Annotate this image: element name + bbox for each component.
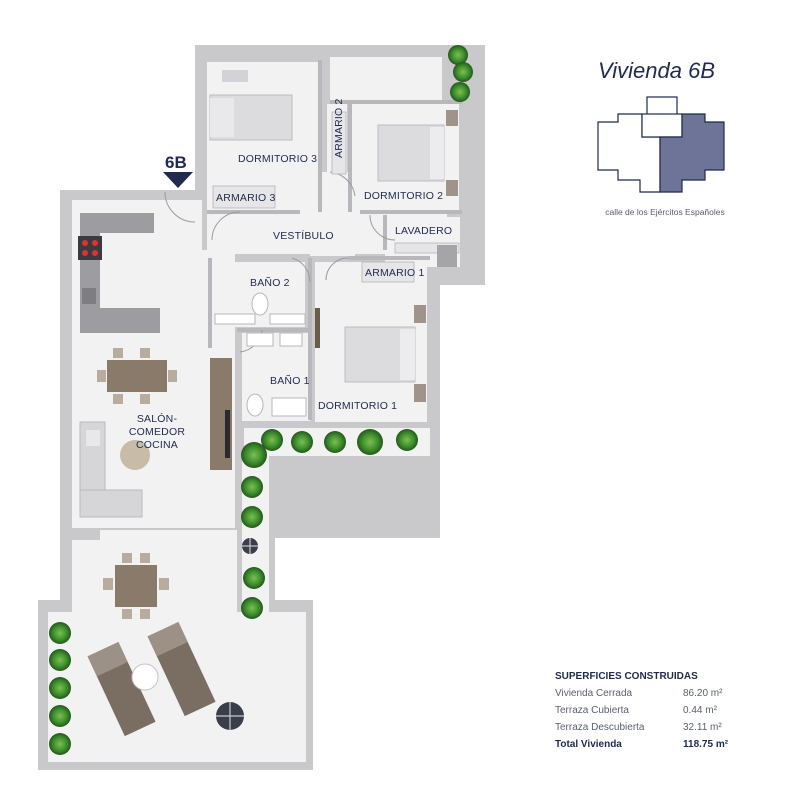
- bed-dormitorio-3: [209, 70, 293, 141]
- sofa: [79, 421, 150, 518]
- surface-label: Terraza Cubierta: [555, 705, 629, 716]
- surface-value: 32.11 m²: [683, 722, 722, 733]
- surface-label: Terraza Descubierta: [555, 722, 645, 733]
- surface-row: Terraza Cubierta 0.44 m²: [555, 705, 755, 722]
- surfaces-table: SUPERFICIES CONSTRUIDAS Vivienda Cerrada…: [555, 671, 755, 756]
- room-label-bano-1: BAÑO 1: [270, 374, 310, 387]
- surface-row: Vivienda Cerrada 86.20 m²: [555, 688, 755, 705]
- room-label-armario-3: ARMARIO 3: [216, 192, 276, 204]
- unit-entrance-marker: 6B: [163, 153, 193, 188]
- room-label-dormitorio-1: DORMITORIO 1: [318, 400, 397, 412]
- surface-value: 86.20 m²: [683, 688, 723, 699]
- room-label-bano-2: BAÑO 2: [250, 276, 290, 289]
- wardrobes: [212, 111, 460, 283]
- bed-dormitorio-2: [377, 110, 458, 196]
- room-label-armario-2: ARMARIO 2: [333, 98, 345, 158]
- street-name: calle de los Ejércitos Españoles: [605, 207, 725, 217]
- room-label-armario-1: ARMARIO 1: [365, 267, 425, 279]
- surface-total-row: Total Vivienda 118.75 m²: [555, 739, 755, 756]
- room-label-comedor: COMEDOR: [129, 426, 185, 438]
- surface-label: Vivienda Cerrada: [555, 688, 633, 699]
- bathroom-fixtures: [214, 292, 307, 417]
- bed-dormitorio-1: [344, 305, 426, 402]
- room-label-cocina: COCINA: [136, 439, 178, 451]
- room-label-dormitorio-2: DORMITORIO 2: [364, 190, 443, 202]
- interior-walls: [207, 60, 462, 420]
- room-label-lavadero: LAVADERO: [395, 225, 452, 237]
- wall-divider: [315, 308, 320, 348]
- surface-row: Terraza Descubierta 32.11 m²: [555, 722, 755, 739]
- surface-total-value: 118.75 m²: [683, 739, 729, 750]
- room-label-dormitorio-3: DORMITORIO 3: [238, 153, 317, 165]
- room-label-salon: SALÓN-: [137, 412, 178, 425]
- plants: [49, 45, 473, 755]
- surfaces-heading: SUPERFICIES CONSTRUIDAS: [555, 671, 698, 682]
- unit-title: Vivienda 6B: [598, 58, 716, 83]
- surface-value: 0.44 m²: [683, 705, 717, 716]
- surface-total-label: Total Vivienda: [555, 739, 622, 750]
- tv: [225, 410, 230, 458]
- building-key-plan: [597, 96, 725, 193]
- kitchen: [78, 213, 160, 333]
- unit-marker-label: 6B: [165, 153, 187, 172]
- washing-machine: [437, 245, 457, 267]
- dining-table: [97, 348, 177, 404]
- terrace-table: [103, 553, 169, 619]
- room-label-vestibulo: VESTÍBULO: [273, 229, 334, 242]
- drain-grates: [216, 538, 258, 730]
- sun-loungers: [87, 622, 216, 737]
